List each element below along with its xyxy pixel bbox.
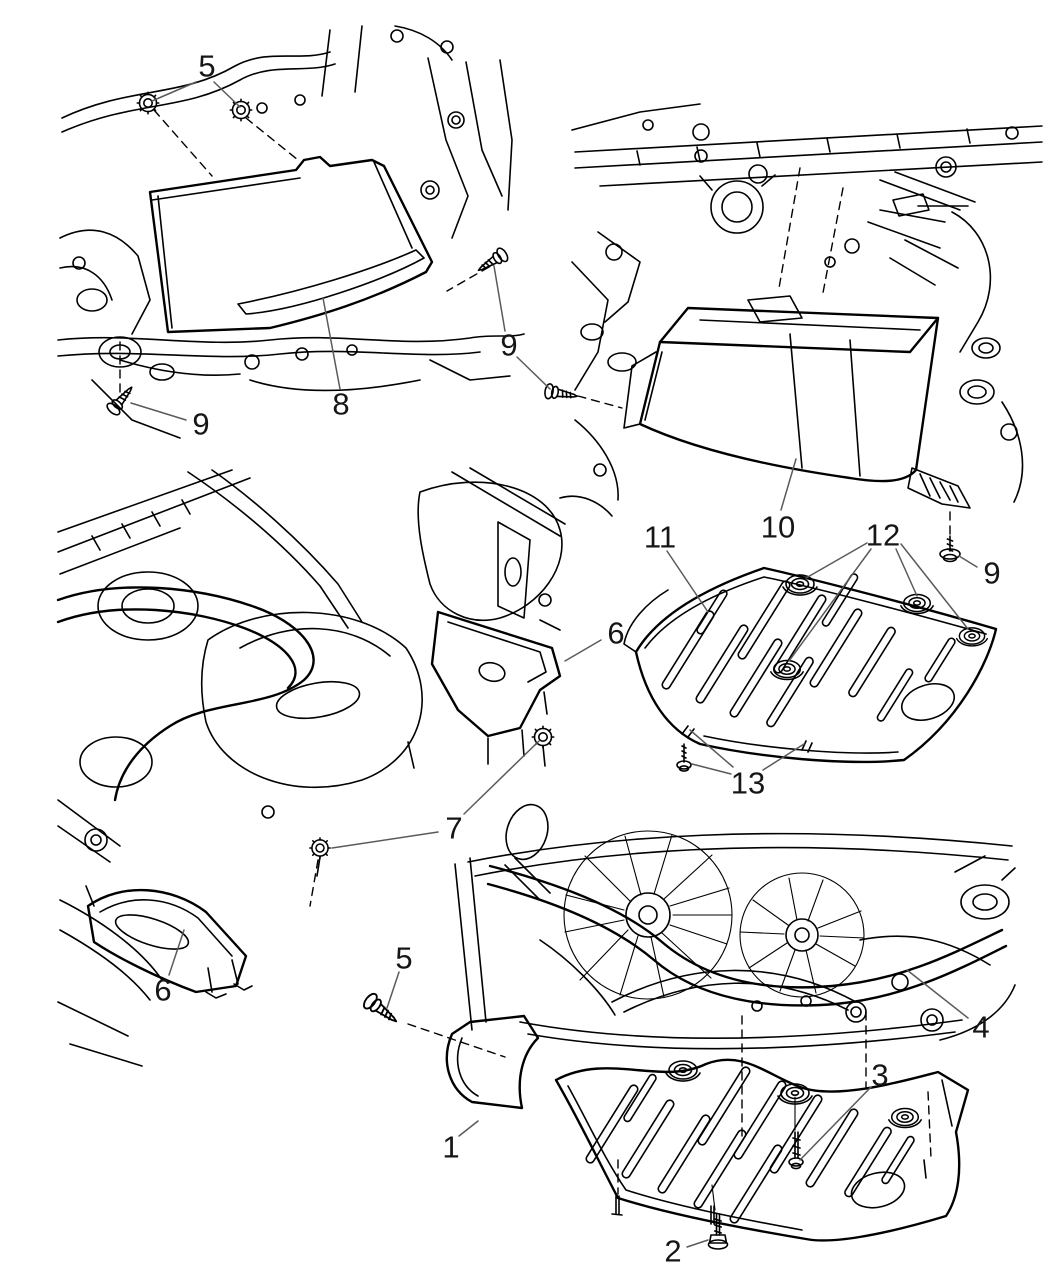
view-engine-compartment-shield: [559, 103, 1043, 563]
grommet-plate-c: [888, 1107, 922, 1129]
cooling-fan-right: [739, 872, 865, 998]
view-front-underbody-shield: [57, 25, 580, 439]
installation-axis-lines: [119, 109, 951, 1211]
callout-leader-lines: [130, 81, 978, 1248]
callout-9-screw-center: 9: [500, 327, 518, 363]
callout-6-bracket-upper: 6: [607, 615, 625, 651]
callout-5-plate-screw: 5: [395, 940, 413, 976]
callout-11-skid-plate: 11: [643, 519, 677, 555]
callout-8-belly-pan: 8: [332, 386, 350, 422]
callout-10-engine-shield: 10: [760, 509, 796, 545]
nut-fastener-5b: [229, 98, 253, 122]
push-pin-13: [676, 743, 692, 772]
view-engine-bay-top: [56, 467, 566, 1067]
screw-fastener-3: [788, 1131, 804, 1170]
screw-fastener-9c: [543, 382, 580, 405]
callout-9-screw-right: 9: [983, 555, 1001, 591]
callout-5-shield-screws: 5: [198, 48, 216, 84]
nut-fastener-7a: [309, 837, 331, 859]
callout-2-bolt: 2: [664, 1233, 682, 1269]
callout-12-grommets: 12: [865, 517, 901, 553]
callout-3-screw: 3: [871, 1057, 889, 1093]
screw-fastener-9a: [104, 381, 139, 418]
cooling-fan-left: [563, 830, 733, 1000]
view-subframe-and-skid-plate: [360, 803, 1016, 1250]
callout-13-push-pins: 13: [730, 765, 766, 801]
callout-1-air-dam: 1: [442, 1129, 460, 1165]
screw-fastener-9b: [473, 245, 511, 278]
view-skid-plate-part: [623, 566, 998, 772]
callout-7-nuts: 7: [445, 810, 463, 846]
grommet-12c: [955, 627, 989, 647]
callout-4-subframe: 4: [972, 1009, 990, 1045]
nut-fastener-5a: [136, 91, 160, 115]
screw-fastener-9d: [939, 535, 961, 563]
callout-6-bracket-lower: 6: [154, 972, 172, 1008]
screw-fastener-5: [360, 990, 403, 1030]
callout-9-screw-left: 9: [192, 406, 210, 442]
